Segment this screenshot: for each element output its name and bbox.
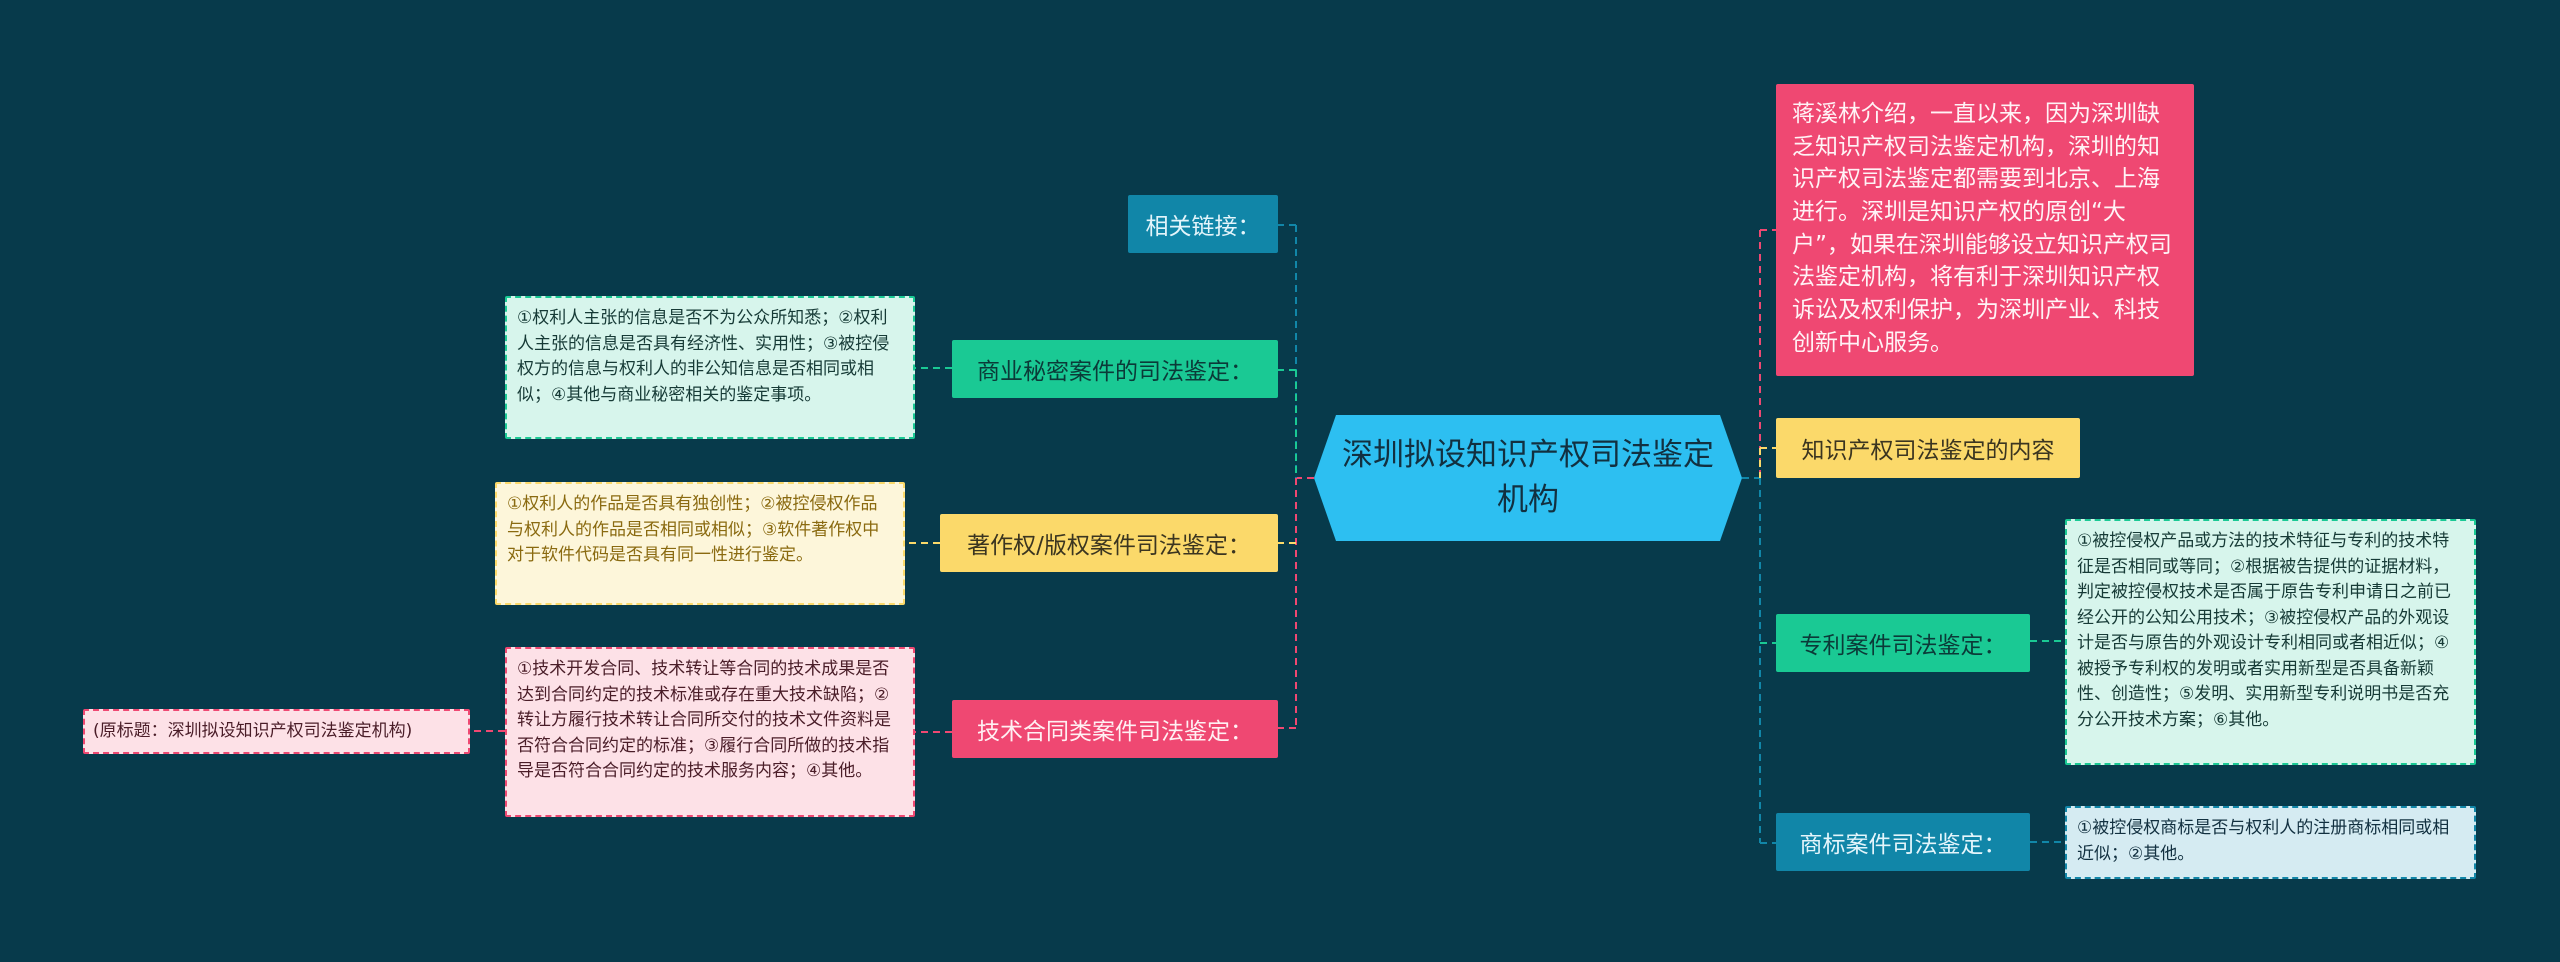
branch-patent[interactable]: 专利案件司法鉴定： xyxy=(1776,614,2030,672)
branch-trademark-label: 商标案件司法鉴定： xyxy=(1799,832,2007,858)
branch-related-links-label: 相关链接： xyxy=(1145,214,1261,240)
intro-note[interactable]: 蒋溪林介绍，一直以来，因为深圳缺乏知识产权司法鉴定机构，深圳的知识产权司法鉴定都… xyxy=(1776,84,2194,376)
branch-trademark[interactable]: 商标案件司法鉴定： xyxy=(1776,813,2030,871)
branch-appraisal-content[interactable]: 知识产权司法鉴定的内容 xyxy=(1776,418,2080,478)
tech-contract-detail[interactable]: ①技术开发合同、技术转让等合同的技术成果是否达到合同约定的技术标准或存在重大技术… xyxy=(505,647,915,817)
branch-related-links[interactable]: 相关链接： xyxy=(1128,195,1278,253)
patent-detail-text: ①被控侵权产品或方法的技术特征与专利的技术特征是否相同或等同；②根据被告提供的证… xyxy=(2077,531,2451,730)
copyright-detail-text: ①权利人的作品是否具有独创性；②被控侵权作品与权利人的作品是否相同或相似；③软件… xyxy=(507,494,880,565)
tech-contract-detail-text: ①技术开发合同、技术转让等合同的技术成果是否达到合同约定的技术标准或存在重大技术… xyxy=(517,659,891,781)
copyright-detail[interactable]: ①权利人的作品是否具有独创性；②被控侵权作品与权利人的作品是否相同或相似；③软件… xyxy=(495,482,905,605)
intro-note-text: 蒋溪林介绍，一直以来，因为深圳缺乏知识产权司法鉴定机构，深圳的知识产权司法鉴定都… xyxy=(1792,101,2172,356)
branch-appraisal-content-label: 知识产权司法鉴定的内容 xyxy=(1801,438,2055,464)
branch-trade-secret[interactable]: 商业秘密案件的司法鉴定： xyxy=(952,340,1278,398)
branch-patent-label: 专利案件司法鉴定： xyxy=(1799,633,2007,659)
original-title-note-text: (原标题：深圳拟设知识产权司法鉴定机构) xyxy=(93,721,413,741)
branch-tech-contract[interactable]: 技术合同类案件司法鉴定： xyxy=(952,700,1278,758)
branch-copyright-label: 著作权/版权案件司法鉴定： xyxy=(967,533,1251,559)
trademark-detail-text: ①被控侵权商标是否与权利人的注册商标相同或相近似；②其他。 xyxy=(2077,818,2450,864)
central-topic[interactable]: 深圳拟设知识产权司法鉴定机构 xyxy=(1314,415,1742,541)
branch-tech-contract-label: 技术合同类案件司法鉴定： xyxy=(977,719,1253,745)
original-title-note[interactable]: (原标题：深圳拟设知识产权司法鉴定机构) xyxy=(83,709,470,754)
trade-secret-detail-text: ①权利人主张的信息是否不为公众所知悉；②权利人主张的信息是否具有经济性、实用性；… xyxy=(517,308,890,405)
central-topic-label: 深圳拟设知识产权司法鉴定机构 xyxy=(1342,437,1714,518)
trademark-detail[interactable]: ①被控侵权商标是否与权利人的注册商标相同或相近似；②其他。 xyxy=(2065,806,2476,879)
trade-secret-detail[interactable]: ①权利人主张的信息是否不为公众所知悉；②权利人主张的信息是否具有经济性、实用性；… xyxy=(505,296,915,439)
branch-copyright[interactable]: 著作权/版权案件司法鉴定： xyxy=(940,514,1278,572)
patent-detail[interactable]: ①被控侵权产品或方法的技术特征与专利的技术特征是否相同或等同；②根据被告提供的证… xyxy=(2065,519,2476,765)
branch-trade-secret-label: 商业秘密案件的司法鉴定： xyxy=(977,359,1253,385)
